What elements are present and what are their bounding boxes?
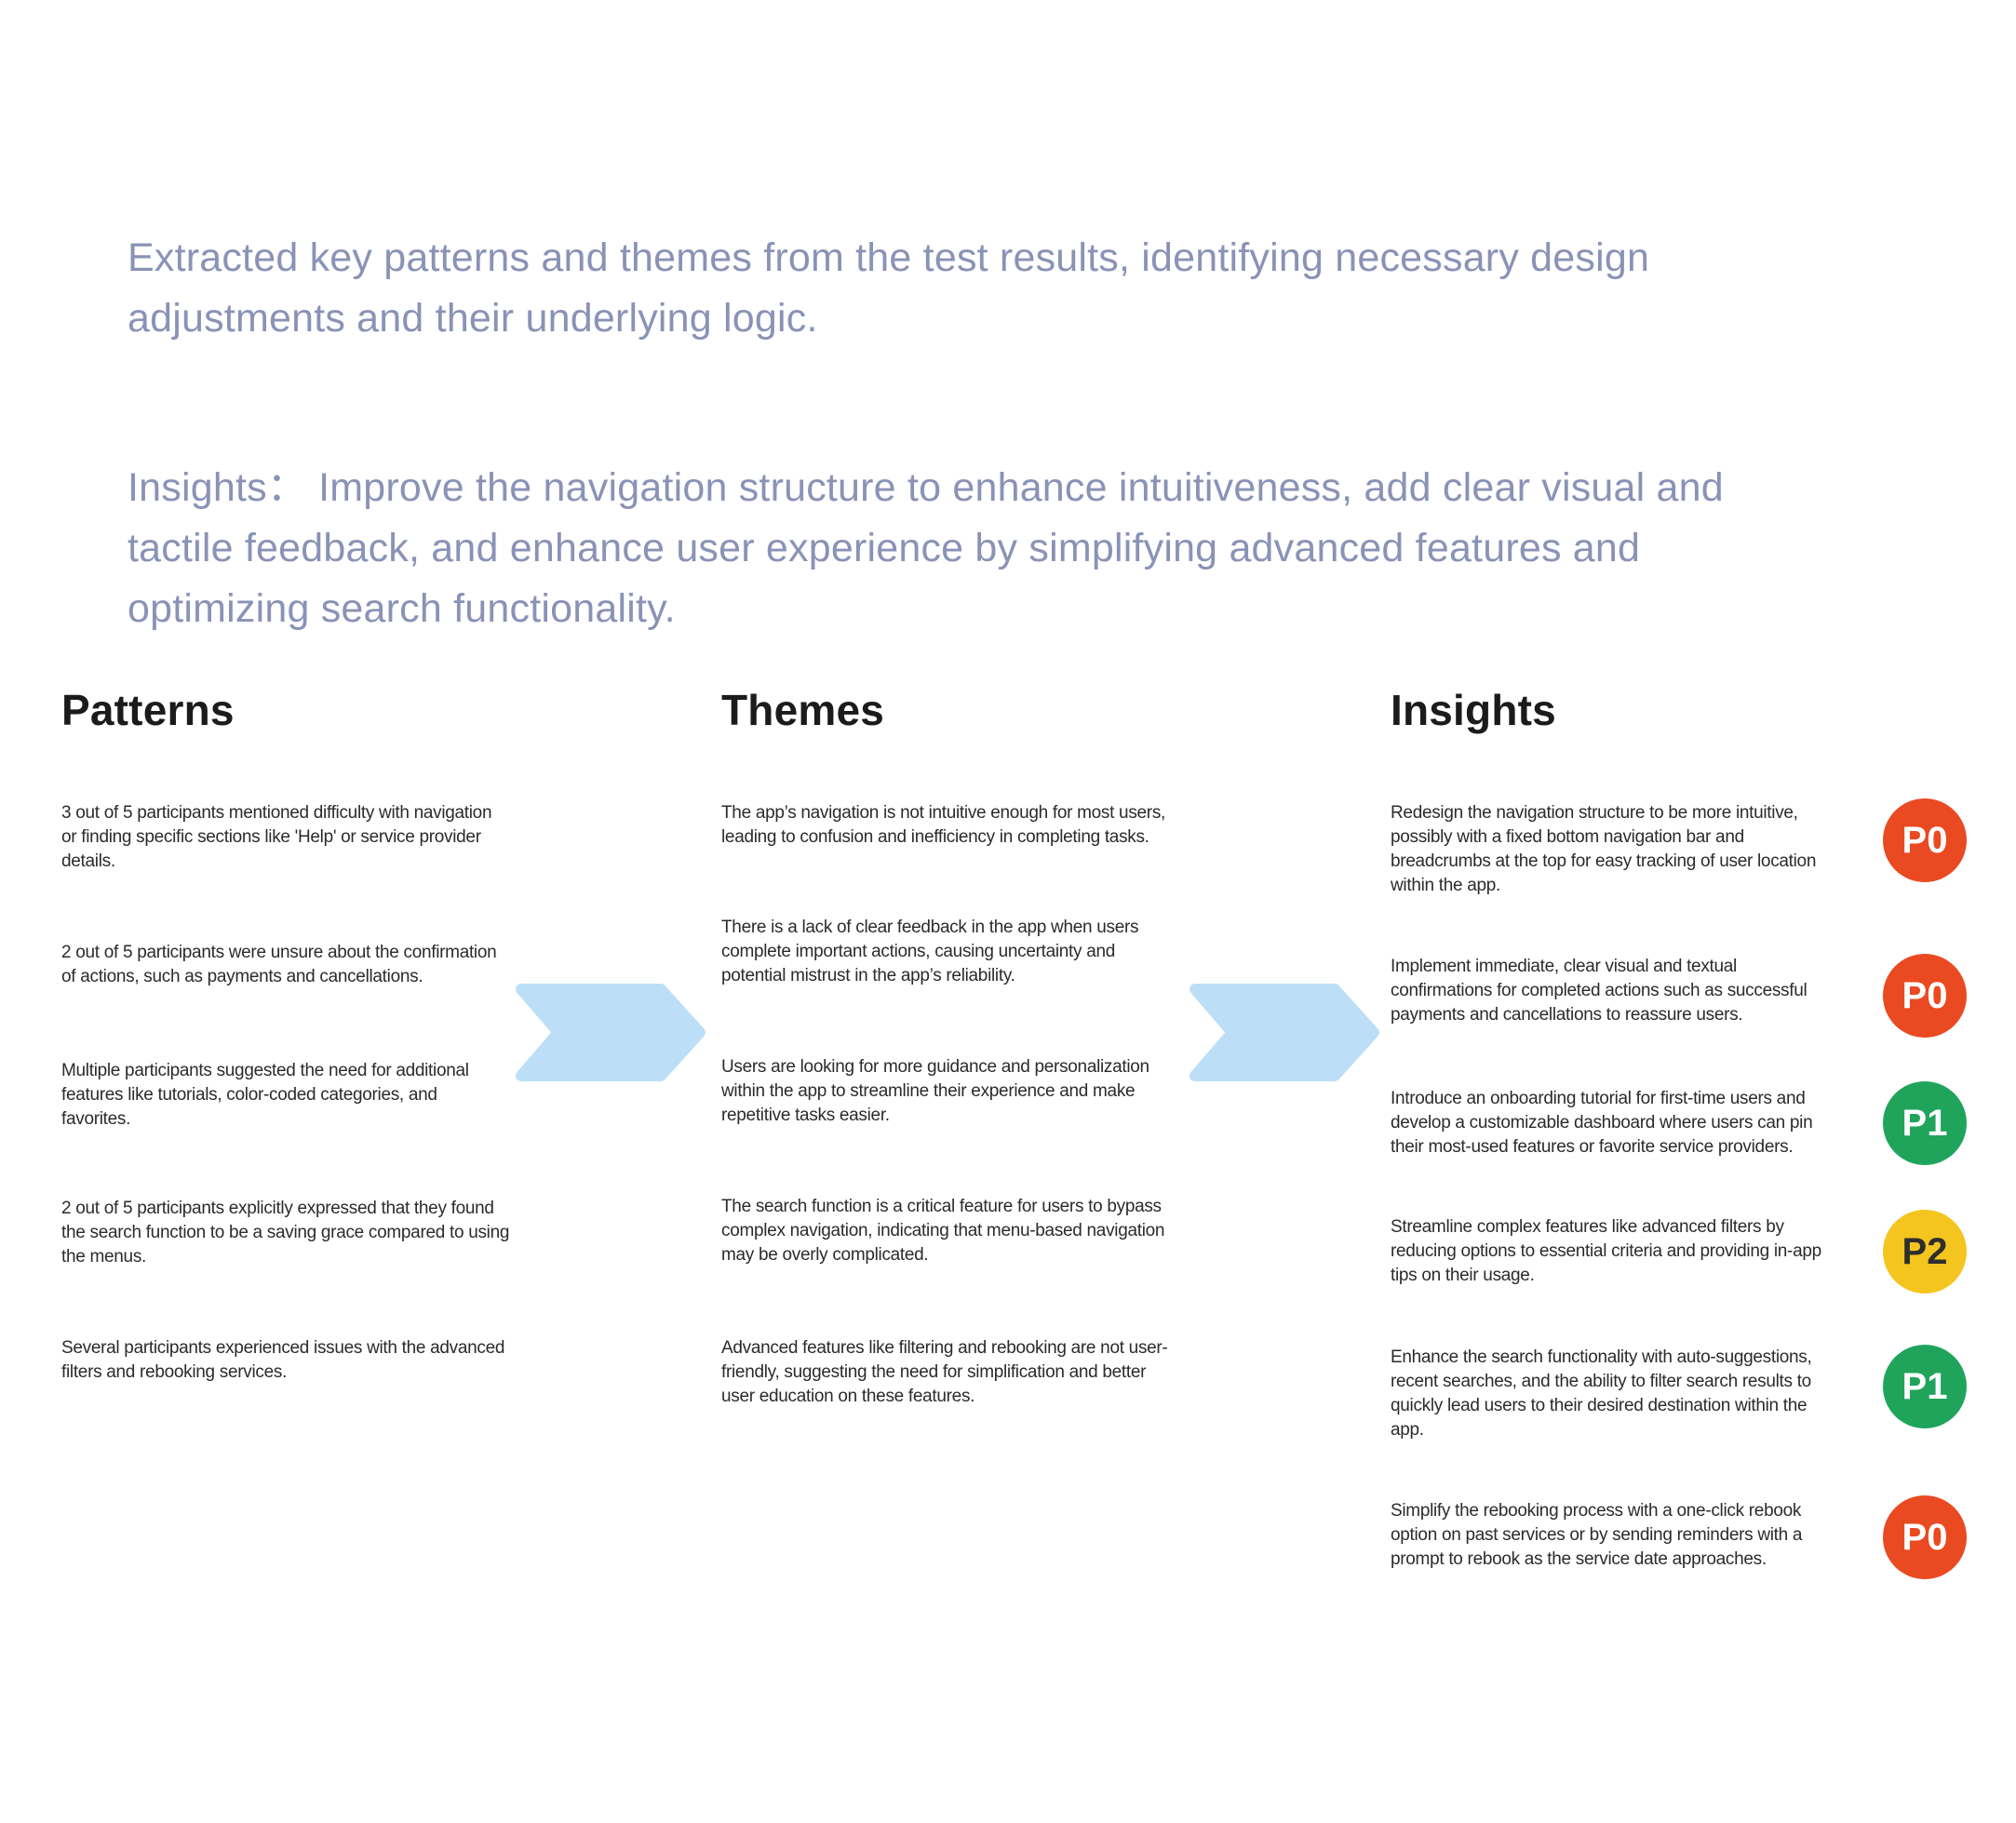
- theme-item: The search function is a critical featur…: [721, 1197, 1165, 1265]
- intro-summary-text: Extracted key patterns and themes from t…: [128, 235, 1650, 341]
- pattern-item: Several participants experienced issues …: [61, 1338, 505, 1382]
- priority-badge: P1: [1883, 1345, 1967, 1428]
- theme-item: There is a lack of clear feedback in the…: [721, 918, 1139, 985]
- insight-item: Redesign the navigation structure to be …: [1391, 803, 1817, 895]
- theme-item: Users are looking for more guidance and …: [721, 1057, 1149, 1125]
- flow-arrow-right-icon: [1189, 984, 1379, 1081]
- theme-item: The app’s navigation is not intuitive en…: [721, 803, 1165, 847]
- priority-badge: P2: [1883, 1210, 1967, 1294]
- insight-item: Streamline complex features like advance…: [1391, 1217, 1821, 1285]
- priority-badge: P1: [1883, 1081, 1967, 1165]
- intro-section: Extracted key patterns and themes from t…: [128, 168, 1724, 748]
- pattern-item: 2 out of 5 participants were unsure abou…: [61, 943, 497, 986]
- insight-item: Implement immediate, clear visual and te…: [1391, 957, 1808, 1025]
- flow-arrow-right-icon: [516, 984, 706, 1081]
- themes-heading: Themes: [721, 686, 885, 734]
- insight-item: Enhance the search functionality with au…: [1391, 1347, 1812, 1440]
- insight-item: Introduce an onboarding tutorial for fir…: [1391, 1089, 1813, 1157]
- pattern-item: 3 out of 5 participants mentioned diffic…: [61, 803, 492, 871]
- priority-badge: P0: [1883, 1495, 1967, 1579]
- pattern-item: Multiple participants suggested the need…: [61, 1061, 469, 1129]
- insights-heading: Insights: [1391, 686, 1556, 734]
- patterns-heading: Patterns: [61, 686, 235, 734]
- priority-badge: P0: [1883, 798, 1967, 882]
- priority-badge: P0: [1883, 954, 1967, 1038]
- intro-insights-text: Insights： Improve the navigation structu…: [128, 465, 1724, 631]
- pattern-item: 2 out of 5 participants explicitly expre…: [61, 1199, 510, 1267]
- theme-item: Advanced features like filtering and reb…: [721, 1338, 1168, 1406]
- insight-item: Simplify the rebooking process with a on…: [1391, 1501, 1803, 1569]
